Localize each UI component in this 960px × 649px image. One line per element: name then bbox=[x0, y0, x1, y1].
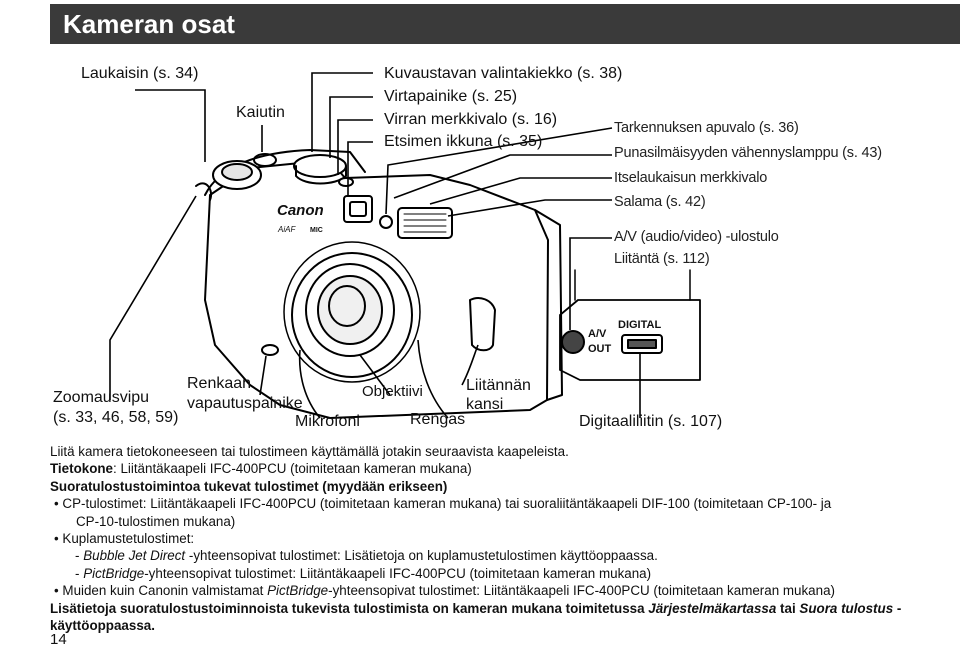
label-av-output-1: A/V (audio/video) -ulostulo bbox=[614, 229, 779, 245]
lens bbox=[305, 263, 395, 357]
label-terminal-cover-1: Liitännän bbox=[466, 377, 531, 394]
pictbridge-line: - PictBridge-yhteensopivat tulostimet: L… bbox=[75, 565, 652, 581]
label-red-eye-lamp: Punasilmäisyyden vähennyslamppu (s. 43) bbox=[614, 145, 882, 161]
non-canon-pictbridge-line: • Muiden kuin Canonin valmistamat PictBr… bbox=[54, 583, 835, 599]
label-mode-dial: Kuvaustavan valintakiekko (s. 38) bbox=[384, 65, 623, 82]
bubble-jet-direct-line: - Bubble Jet Direct -yhteensopivat tulos… bbox=[75, 548, 658, 564]
final-paragraph: Lisätietoja suoratulostustoiminnoista tu… bbox=[50, 600, 902, 634]
label-digital-terminal: Digitaaliliitin (s. 107) bbox=[579, 413, 723, 430]
label-flash: Salama (s. 42) bbox=[614, 194, 706, 210]
label-microphone: Mikrofoni bbox=[295, 413, 360, 430]
af-assist-lamp bbox=[379, 215, 393, 229]
label-zoom-lever-2: (s. 33, 46, 58, 59) bbox=[53, 409, 179, 426]
port-av-label-1: A/V bbox=[588, 328, 607, 340]
camera-mic-mark: MIC bbox=[310, 227, 323, 234]
shutter-button bbox=[212, 160, 262, 190]
bubble-jet-heading: • Kuplamustetulostimet: bbox=[54, 531, 195, 547]
label-lens: Objektiivi bbox=[362, 383, 423, 400]
direct-print-heading: Suoratulostustoimintoa tukevat tulostime… bbox=[50, 478, 448, 494]
speaker bbox=[253, 153, 277, 167]
zoom-lever bbox=[195, 182, 212, 201]
label-av-output-2: Liitäntä (s. 112) bbox=[614, 251, 710, 267]
label-ring: Rengas bbox=[410, 411, 466, 428]
av-out-port bbox=[561, 330, 585, 354]
cp-printers-line-cont: CP-10-tulostimen mukana) bbox=[76, 513, 236, 529]
label-power-button: Virtapainike (s. 25) bbox=[384, 88, 518, 105]
label-speaker: Kaiutin bbox=[236, 104, 285, 121]
viewfinder-window bbox=[343, 195, 373, 223]
label-power-lamp: Virran merkkivalo (s. 16) bbox=[384, 111, 558, 128]
camera-af-mark: AiAF bbox=[277, 225, 296, 234]
label-viewfinder-window: Etsimen ikkuna (s. 35) bbox=[384, 133, 543, 150]
port-digital-label: DIGITAL bbox=[618, 319, 661, 331]
port-av-label-2: OUT bbox=[588, 343, 612, 355]
label-self-timer-lamp: Itselaukaisun merkkivalo bbox=[614, 170, 768, 186]
ring-release-button bbox=[261, 344, 279, 356]
body-text: Liitä kamera tietokoneeseen tai tulostim… bbox=[50, 443, 930, 634]
lens-ring bbox=[291, 252, 413, 378]
title-bar: Kameran osat bbox=[50, 4, 960, 44]
camera-brand-mark: Canon bbox=[277, 202, 324, 219]
terminal-cover bbox=[469, 297, 496, 352]
power-button bbox=[338, 177, 354, 187]
page-number: 14 bbox=[50, 631, 67, 648]
mode-dial bbox=[293, 154, 347, 178]
label-ring-release-1: Renkaan bbox=[187, 375, 252, 392]
label-af-assist: Tarkennuksen apuvalo (s. 36) bbox=[614, 120, 799, 136]
label-shutter-button: Laukaisin (s. 34) bbox=[81, 65, 199, 82]
cp-printers-line: • CP-tulostimet: Liitäntäkaapeli IFC-400… bbox=[54, 496, 832, 512]
digital-port bbox=[621, 334, 663, 354]
computer-line: Tietokone: Liitäntäkaapeli IFC-400PCU (t… bbox=[50, 461, 472, 477]
label-zoom-lever-1: Zoomausvipu bbox=[53, 389, 150, 406]
flash bbox=[397, 207, 453, 239]
label-terminal-cover-2: kansi bbox=[466, 396, 504, 413]
page-title: Kameran osat bbox=[63, 9, 235, 39]
label-ring-release-2: vapautuspainike bbox=[187, 395, 303, 412]
intro-paragraph: Liitä kamera tietokoneeseen tai tulostim… bbox=[50, 444, 569, 459]
